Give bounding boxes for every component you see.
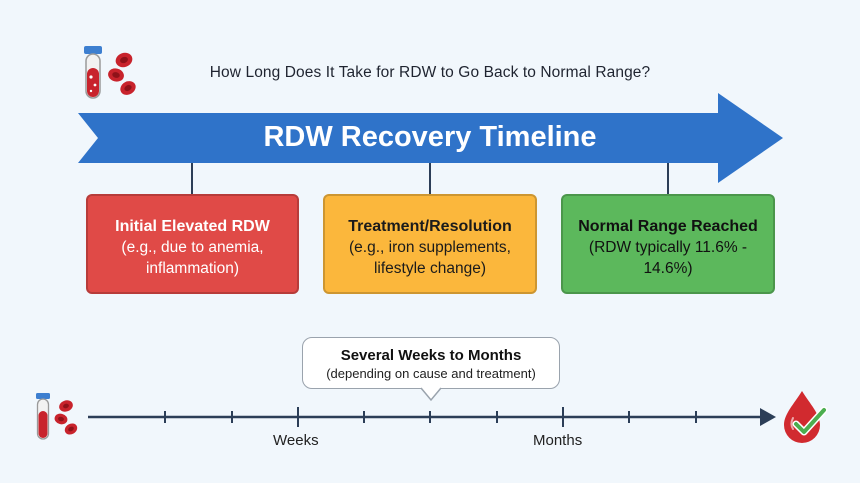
stage-body: (e.g., iron supplements, lifestyle chang… — [349, 239, 511, 277]
blood-tube-icon — [36, 393, 78, 440]
stage-heading: Initial Elevated RDW — [115, 218, 270, 235]
duration-callout: Several Weeks to Months (depending on ca… — [302, 337, 560, 389]
axis-label-months: Months — [533, 432, 583, 449]
banner-arrow — [78, 93, 783, 196]
blood-drop-check-icon — [784, 391, 828, 443]
banner-title: RDW Recovery Timeline — [263, 121, 597, 153]
stage-heading: Normal Range Reached — [578, 218, 758, 235]
stage-initial-elevated: Initial Elevated RDW (e.g., due to anemi… — [86, 194, 299, 294]
callout-title: Several Weeks to Months — [340, 347, 522, 364]
stage-treatment: Treatment/Resolution (e.g., iron supplem… — [323, 194, 537, 294]
banner-arrow-shape — [78, 93, 783, 183]
callout-pointer — [420, 387, 442, 402]
blood-tube-cells-icon — [84, 46, 136, 99]
timeline-axis — [88, 407, 776, 427]
callout-subtitle: (depending on cause and treatment) — [326, 366, 536, 381]
stage-body: (e.g., due to anemia, inflammation) — [121, 239, 264, 277]
axis-label-weeks: Weeks — [273, 432, 319, 449]
diagram-subtitle: How Long Does It Take for RDW to Go Back… — [209, 64, 651, 81]
stage-heading: Treatment/Resolution — [348, 218, 512, 235]
stage-body: (RDW typically 11.6% - 14.6%) — [588, 239, 748, 277]
axis-arrowhead — [760, 408, 776, 426]
stage-normal-range: Normal Range Reached (RDW typically 11.6… — [561, 194, 775, 294]
